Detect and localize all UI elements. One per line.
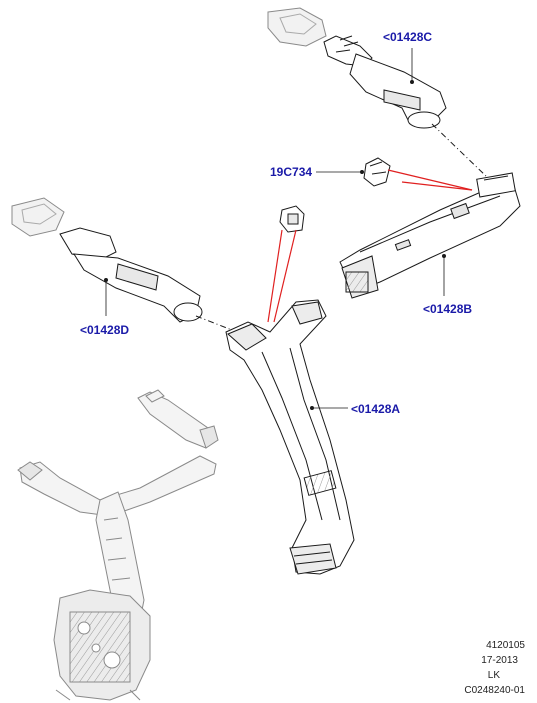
- callout-01428D[interactable]: <01428D: [80, 323, 130, 337]
- callout-leader-lines: [104, 48, 446, 410]
- duct-part-01428A[interactable]: [225, 299, 355, 575]
- footer-line-1: 4120105: [486, 640, 525, 651]
- footer-line-4: C0248240-01: [464, 685, 525, 696]
- duct-part-01428D[interactable]: [11, 197, 203, 323]
- callout-01428B[interactable]: <01428B: [423, 302, 473, 316]
- callout-01428C[interactable]: <01428C: [383, 30, 433, 44]
- callout-19C734[interactable]: 19C734: [270, 165, 313, 179]
- footer-line-3: LK: [487, 670, 500, 681]
- footer-line-2: 17-2013: [481, 655, 518, 666]
- red-leader-lines: [267, 169, 473, 323]
- callout-01428A[interactable]: <01428A: [351, 402, 401, 416]
- duct-part-01428C[interactable]: [267, 7, 447, 129]
- ghost-assembly-illustration: [17, 389, 219, 701]
- duct-part-01428B[interactable]: [339, 172, 521, 299]
- clip-part-19C734[interactable]: [279, 157, 391, 233]
